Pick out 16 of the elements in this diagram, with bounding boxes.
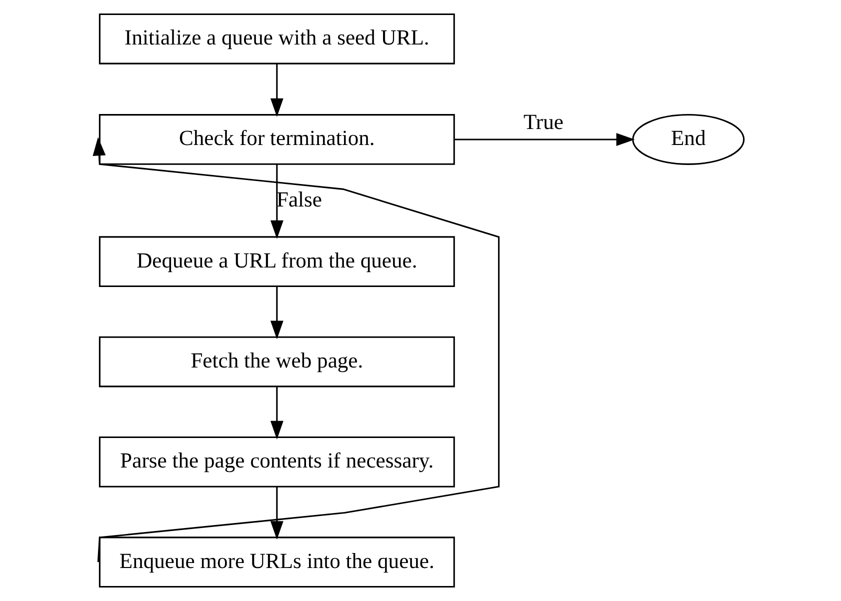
arrow xyxy=(270,486,283,540)
node-box: Enqueue more URLs into the queue. xyxy=(98,536,454,588)
edge-label: False xyxy=(276,187,322,212)
node-box: Initialize a queue with a seed URL. xyxy=(98,13,454,64)
arrow xyxy=(270,64,283,117)
node-box: Fetch the web page. xyxy=(98,336,454,388)
edge-label: True xyxy=(523,110,563,134)
node-box: Dequeue a URL from the queue. xyxy=(98,236,454,288)
node-box: Parse the page contents if necessary. xyxy=(98,436,454,488)
arrow xyxy=(270,386,283,440)
arrow xyxy=(270,164,283,239)
arrow xyxy=(92,137,500,562)
arrow xyxy=(270,286,283,340)
node-ellipse: End xyxy=(632,114,744,165)
arrow xyxy=(454,133,634,146)
node-box: Check for termination. xyxy=(98,114,454,165)
